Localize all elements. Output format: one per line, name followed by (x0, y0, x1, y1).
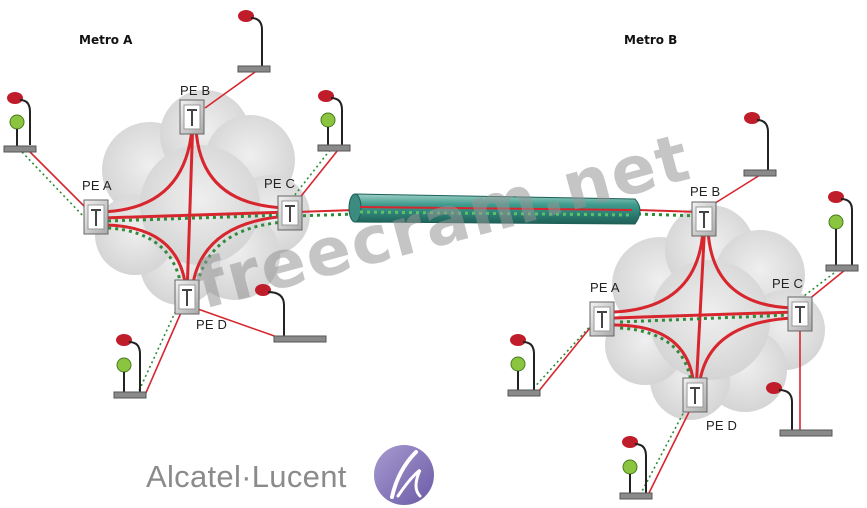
metro-a-pe-c-router (277, 195, 303, 231)
metro-b-site-east (825, 191, 859, 272)
metro-a-site-north (237, 10, 271, 73)
metro-b-mesh-links (613, 219, 796, 393)
metro-a-pe-b-label: PE B (180, 83, 211, 98)
metro-b-pe-a-label: PE A (590, 280, 620, 295)
metro-a-site-east (317, 90, 351, 152)
metro-b-pe-a-router (589, 301, 615, 337)
metro-a-access-links (21, 71, 339, 396)
metro-a-site-south-east (255, 284, 327, 343)
metro-b-title: Metro B (624, 33, 678, 47)
metro-b-site-south-east (766, 382, 833, 437)
metro-b-site-south (619, 436, 653, 500)
metro-a-mesh-links (99, 117, 291, 296)
inter-metro-tunnel (295, 193, 701, 225)
metro-a-site-west (3, 92, 37, 153)
metro-b-pe-c-router (787, 296, 813, 332)
metro-a-pe-a-label: PE A (82, 178, 112, 193)
metro-a-green-paths (107, 213, 286, 293)
metro-a-pe-d-label: PE D (196, 317, 228, 332)
metro-b-pe-d-router (682, 377, 708, 413)
metro-a-site-south-west (113, 334, 147, 399)
metro-b-green-paths (619, 313, 791, 391)
metro-a-pe-a-router (83, 199, 109, 235)
metro-b-pe-b-label: PE B (690, 184, 721, 199)
metro-a-title: Metro A (79, 33, 133, 47)
metro-a-pe-b-router (179, 99, 205, 135)
metro-b-access-links (529, 174, 846, 496)
metro-a-pe-c-label: PE C (264, 176, 296, 191)
alcatel-lucent-logo-icon (374, 445, 434, 505)
metro-b-pe-c-label: PE C (772, 276, 804, 291)
metro-b-pe-b-router (691, 201, 717, 237)
brand-wordmark: Alcatel·Lucent (146, 459, 347, 494)
metro-b-pe-d-label: PE D (706, 418, 738, 433)
metro-b-site-north (743, 112, 777, 177)
metro-b-site-west (507, 334, 541, 397)
metro-a-pe-d-router (174, 279, 200, 315)
